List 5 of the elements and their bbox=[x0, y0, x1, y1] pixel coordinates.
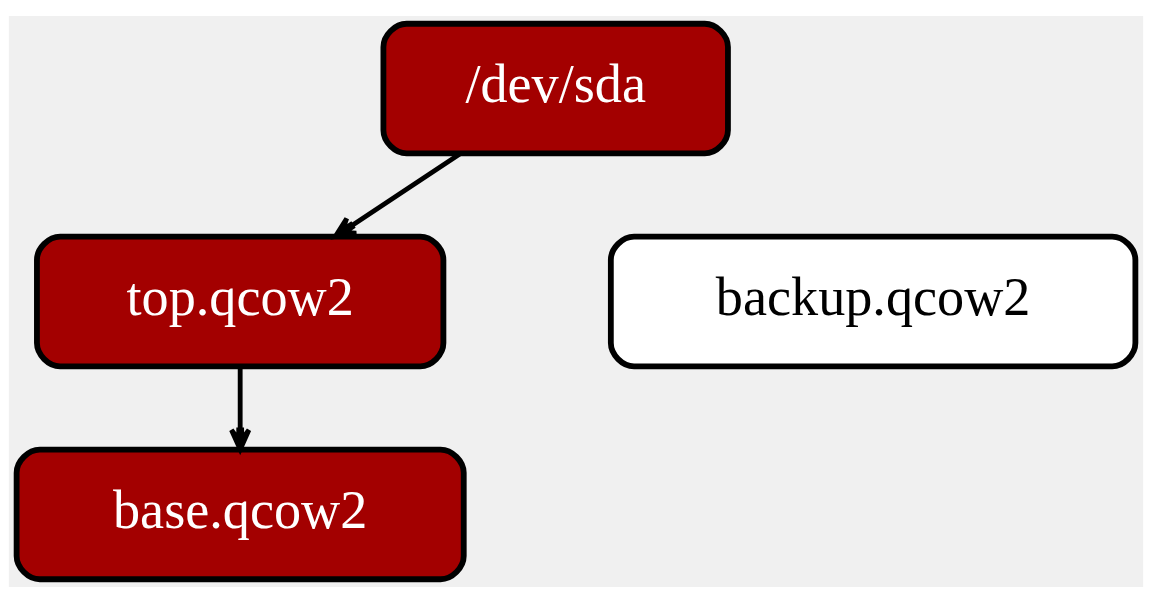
node-box: base.qcow2 bbox=[13, 446, 467, 582]
node-box: /dev/sda bbox=[380, 20, 731, 156]
arrow bbox=[229, 366, 252, 452]
node-box: top.qcow2 bbox=[34, 233, 447, 369]
node-box: backup.qcow2 bbox=[607, 233, 1139, 369]
